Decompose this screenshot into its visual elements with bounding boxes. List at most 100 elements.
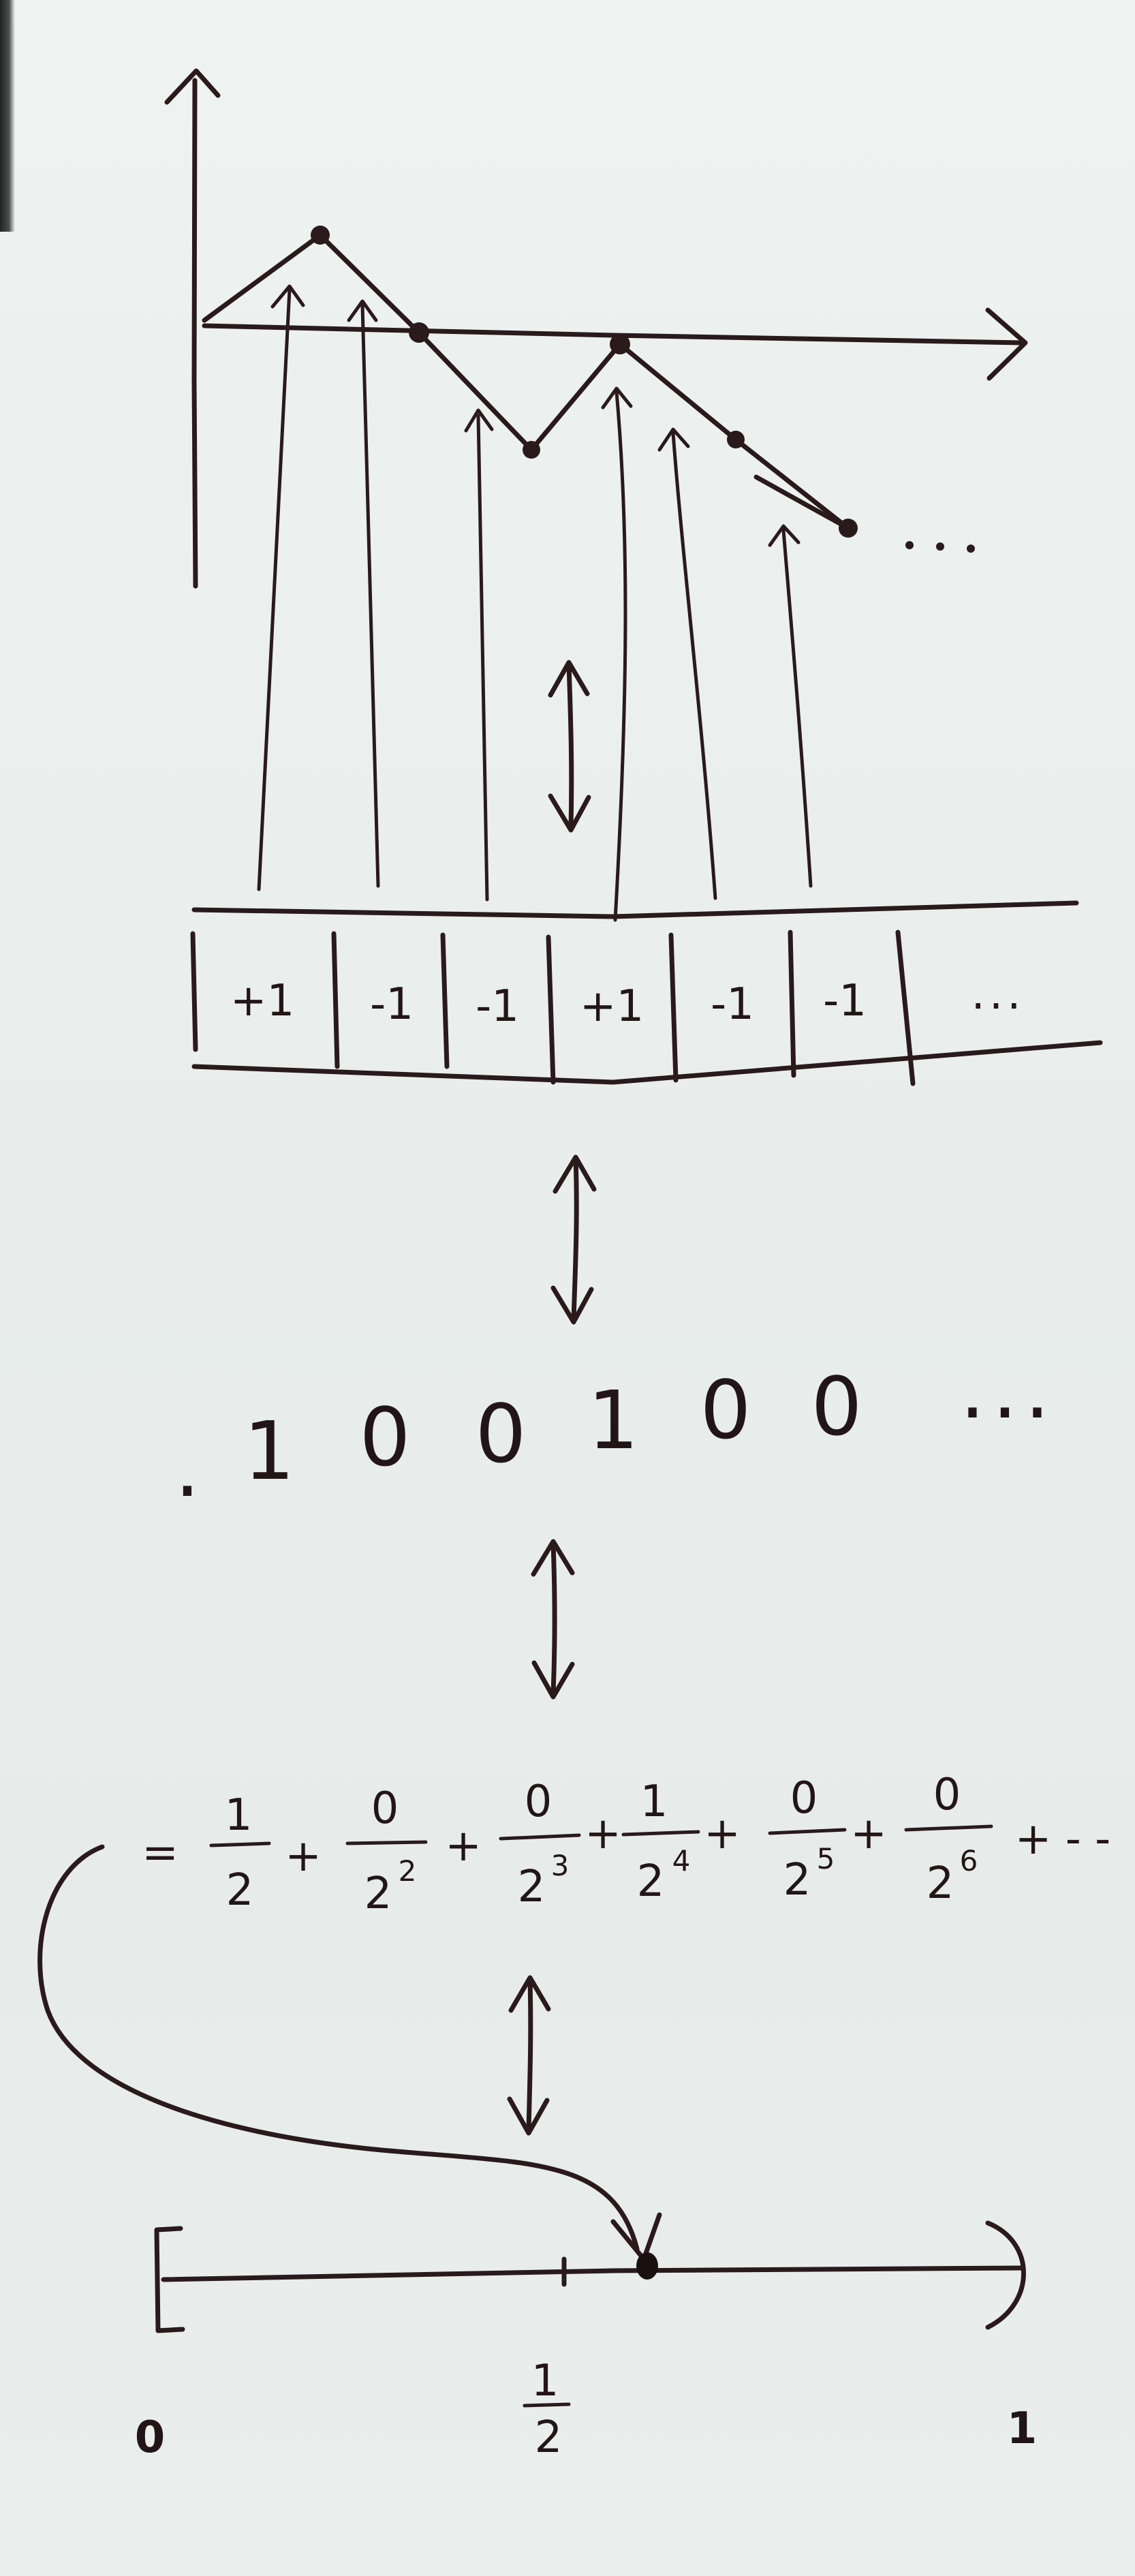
cell-to-step-arrows [257,284,813,922]
binary-digit: 0 [359,1390,410,1484]
fraction-bar [768,1828,847,1835]
x-axis-arrowhead-icon [985,307,1028,381]
binary-point: . [174,1421,200,1515]
sequence-cell: -1 [476,981,519,1032]
binary-digit: 1 [587,1373,638,1467]
series-term: 0 2 3 [499,1777,581,1912]
sequence-cell: -1 [711,979,754,1030]
binary-digit: 0 [811,1360,862,1454]
fraction-bar [904,1824,993,1832]
cell-divider [440,932,450,1069]
arrowhead-icon [347,299,378,322]
term-exponent: 4 [672,1844,691,1877]
double-arrow-1 [548,660,591,833]
sequence-cell: +1 [580,981,644,1032]
step-arrow [257,288,292,891]
walk-path [202,232,851,531]
number-line: 0 1 2 1 [135,2220,1038,2463]
step-arrow [613,390,627,922]
x-axis [202,323,1025,346]
double-arrow-4 [507,1975,551,2136]
term-denominator: 2 [518,1862,546,1912]
cell-divider [546,934,556,1085]
term-denominator: 2 [783,1855,811,1905]
sequence-cell-ellipsis: ... [971,969,1025,1019]
series-trailing: + - - [1015,1814,1111,1865]
arrowhead-icon [270,284,305,309]
half-label-numerator: 1 [531,2356,559,2406]
cell-divider [668,932,679,1083]
y-axis [191,78,198,589]
y-axis-arrowhead-icon [164,68,221,105]
binary-expansion: . 1 0 0 1 0 0 ... [174,1343,1050,1515]
left-endpoint-label: 0 [135,2412,166,2463]
half-label-denominator: 2 [535,2412,563,2463]
cell-divider [331,931,340,1069]
walk-point [839,519,858,538]
walk-point [727,431,745,448]
tape-bottom-edge [191,1040,1103,1085]
walk-path-tail [753,474,851,531]
term-numerator: 0 [933,1770,961,1820]
series-term: 0 2 2 [345,1783,428,1919]
term-denominator: 2 [226,1865,254,1916]
series-term: 0 2 6 [904,1770,993,1909]
arrowhead-icon [657,427,690,452]
walk-point [610,334,630,354]
term-numerator: 0 [371,1783,399,1834]
curved-arrowhead-icon [610,2212,662,2262]
sequence-cell: -1 [823,976,867,1026]
term-denominator: 2 [364,1869,392,1919]
series-expansion: = 1 2 + 0 2 2 + 0 2 3 + [142,1770,1110,1919]
half-label-bar [523,2402,571,2408]
fraction-bar [499,1833,581,1841]
binary-digit: 0 [700,1363,751,1457]
sequence-tape: +1 -1 -1 +1 -1 -1 ... [190,900,1103,1086]
step-arrow [671,431,717,900]
closed-bracket-left-icon [154,2226,185,2333]
arrowhead-icon [464,408,494,433]
term-denominator: 2 [927,1858,954,1909]
term-numerator: 1 [225,1790,253,1841]
cell-divider [190,931,198,1052]
series-plus: + [285,1831,322,1882]
cell-divider [788,930,796,1078]
arrowhead-icon [768,524,800,547]
double-arrow-2 [550,1154,597,1325]
walk-point [311,226,330,245]
sequence-cell: +1 [230,976,294,1026]
term-denominator: 2 [637,1856,665,1907]
term-exponent: 2 [399,1854,417,1888]
binary-digit: 1 [243,1404,294,1498]
series-equals: = [142,1828,178,1878]
series-term: 1 2 [209,1790,271,1916]
term-numerator: 1 [640,1777,668,1827]
fraction-bar [345,1840,428,1845]
binary-digit: 0 [475,1387,526,1481]
term-numerator: 0 [790,1773,818,1824]
cell-divider [895,930,916,1086]
walk-point [523,441,540,459]
term-numerator: 0 [525,1777,553,1827]
series-term: 0 2 5 [768,1773,847,1905]
fraction-bar [621,1830,700,1837]
series-term: 1 2 4 [621,1777,700,1907]
walk-point [409,322,429,343]
term-exponent: 6 [960,1844,978,1877]
fraction-bar [209,1841,271,1847]
right-endpoint-label: 1 [1007,2404,1038,2454]
series-plus: + [585,1809,621,1859]
walk-graph: ... [164,68,1028,922]
term-exponent: 3 [551,1849,570,1882]
series-plus: + [445,1821,482,1871]
paper-shadow-edge [0,0,15,232]
sequence-cell: -1 [370,979,414,1030]
series-plus: + [704,1809,741,1859]
tape-top-edge [191,900,1079,919]
walk-ellipsis [905,541,975,553]
double-arrow-3 [531,1539,575,1700]
unit-interval-line [161,2265,1025,2282]
arrowhead-icon [601,386,633,410]
